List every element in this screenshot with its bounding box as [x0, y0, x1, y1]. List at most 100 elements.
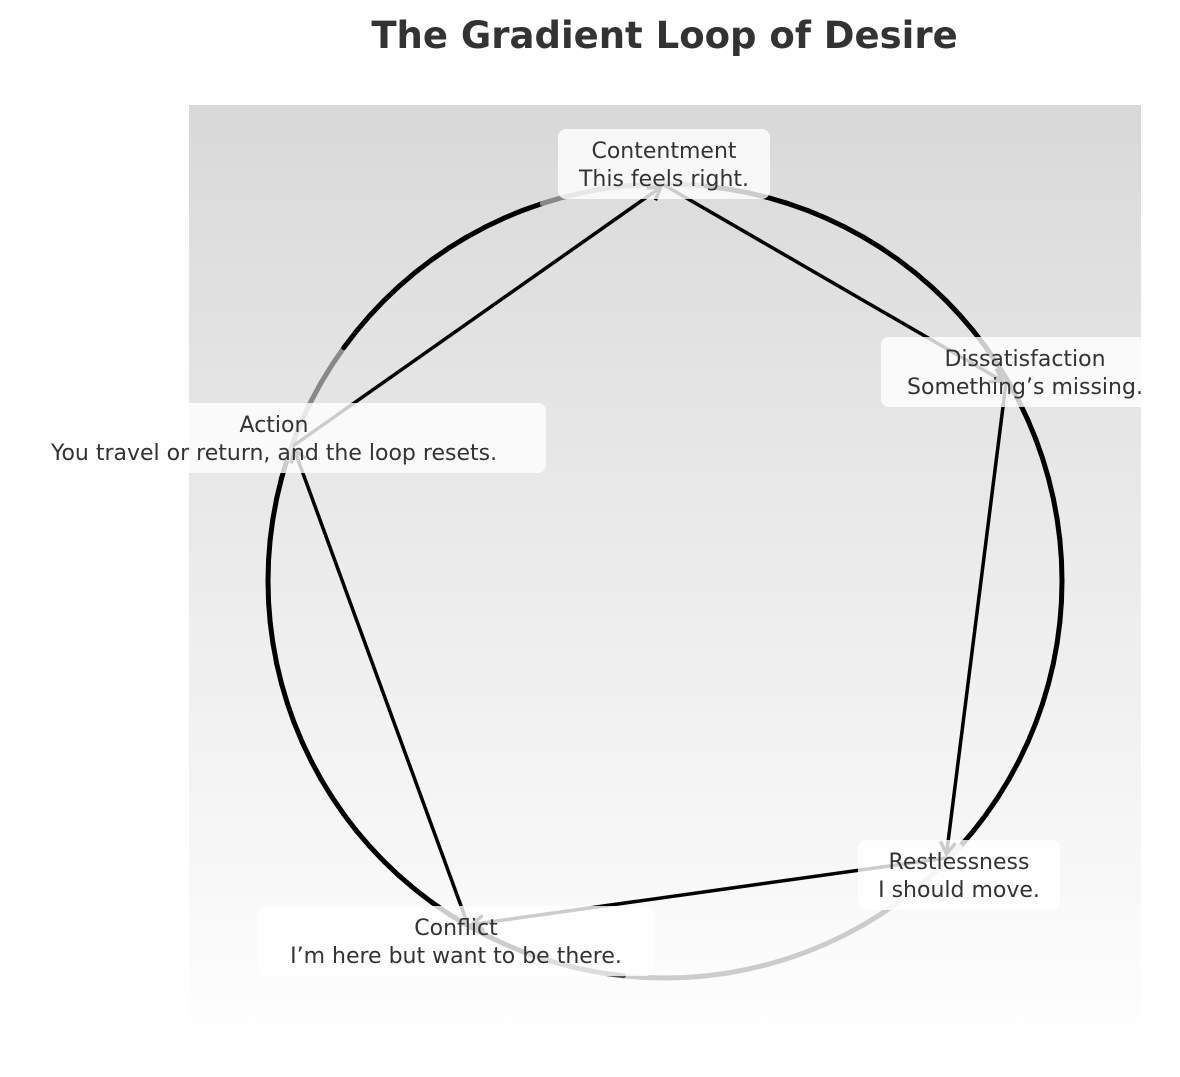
loop-circle-segment	[265, 578, 272, 605]
loop-circle-segment	[446, 234, 469, 251]
loop-circle-segment	[1058, 578, 1065, 605]
loop-circle-segment	[1058, 557, 1065, 584]
loop-circle-segment	[1045, 475, 1056, 501]
loop-circle-segment	[785, 200, 810, 213]
loop-circle-segment	[861, 234, 884, 251]
loop-circle-segment	[284, 701, 297, 726]
loop-circle-segment	[464, 224, 488, 240]
loop-circle-segment	[1040, 681, 1051, 707]
arrow-line	[291, 185, 662, 448]
loop-circle-segment	[1025, 720, 1039, 745]
loop-circle-segment	[683, 973, 709, 980]
loop-circle-segment	[429, 245, 452, 263]
loop-circle-segment	[367, 844, 387, 865]
node-restlessness: Restlessness I should move.	[858, 840, 1060, 910]
loop-circle-segment	[983, 794, 1001, 817]
node-caption: This feels right.	[578, 167, 749, 192]
loop-circle-segment	[842, 922, 866, 938]
loop-circle-segment	[912, 269, 934, 289]
loop-circle-segment	[1033, 701, 1046, 726]
loop-circle-segment	[878, 245, 901, 263]
loop-circle-segment	[842, 224, 866, 240]
node-label-box	[558, 129, 770, 199]
loop-circle-segment	[482, 215, 507, 230]
loop-circle-segment	[318, 777, 335, 800]
loop-circle-segment	[396, 269, 418, 289]
loop-circle-segment	[299, 739, 314, 764]
loop-circle-segment	[724, 966, 751, 976]
loop-circle-segment	[266, 537, 273, 563]
loop-circle-segment	[895, 257, 918, 275]
loop-circle-segment	[308, 758, 324, 782]
node-label-box	[858, 840, 1060, 910]
node-name: Dissatisfaction	[944, 347, 1105, 372]
loop-circle-segment	[353, 828, 373, 850]
loop-circle-segment	[412, 257, 435, 275]
loop-circle-segment	[267, 619, 276, 646]
node-name: Contentment	[591, 139, 736, 164]
loop-circle-segment	[1016, 739, 1031, 764]
loop-circle-segment	[318, 362, 335, 385]
loop-circle-segment	[1040, 455, 1051, 481]
loop-circle-segment	[1006, 758, 1022, 782]
loop-circle-segment	[804, 207, 829, 221]
loop-circle-segment	[1057, 599, 1064, 625]
loop-circle-segment	[703, 970, 730, 979]
loop-circle-segment	[1025, 417, 1039, 442]
node-label-box	[2, 403, 546, 473]
loop-circle-segment	[943, 297, 963, 318]
loop-circle-segment	[520, 200, 545, 213]
loop-circle-segment	[662, 974, 689, 981]
loop-circle-segment	[267, 516, 276, 543]
node-caption: I should move.	[878, 878, 1040, 903]
loop-circle-segment	[367, 297, 387, 318]
loop-circle-segment	[641, 974, 668, 981]
loop-circle-segment	[270, 640, 280, 667]
loop-circle-segment	[621, 973, 647, 980]
loop-circle-segment	[265, 557, 272, 584]
loop-circle-segment	[341, 811, 359, 834]
loop-circle-segment	[957, 312, 977, 334]
loop-circle-segment	[745, 961, 771, 972]
loop-circle-segment	[274, 661, 285, 687]
loop-circle-segment	[266, 599, 273, 625]
loop-circle-segment	[396, 873, 418, 893]
loop-circle-segment	[823, 215, 848, 230]
loop-circle-segment	[823, 932, 848, 947]
node-name: Action	[240, 413, 309, 438]
loop-circle-segment	[861, 911, 884, 928]
diagram-title: The Gradient Loop of Desire	[371, 14, 958, 57]
loop-circle-segment	[1045, 661, 1056, 687]
node-name: Restlessness	[889, 850, 1030, 875]
loop-circle-segment	[1050, 495, 1060, 522]
node-name: Conflict	[414, 916, 498, 941]
node-caption: Something’s missing.	[907, 375, 1143, 400]
node-label-box	[881, 337, 1169, 407]
loop-circle-segment	[804, 941, 829, 955]
loop-circle-segment	[329, 345, 347, 368]
loop-circle-segment	[1033, 436, 1046, 461]
loop-circle-segment	[765, 195, 791, 206]
node-label-box	[258, 906, 654, 976]
loop-circle-segment	[308, 380, 324, 404]
loop-circle-segment	[412, 887, 435, 905]
loop-circle-segment	[274, 475, 285, 501]
loop-circle-segment	[928, 283, 949, 303]
loop-circle-segment	[329, 794, 347, 817]
loop-circle-segment	[381, 283, 402, 303]
loop-circle-segment	[1057, 537, 1064, 563]
loop-circle-segment	[270, 495, 280, 522]
loop-circle-segment	[995, 777, 1012, 800]
loop-circle-segment	[341, 328, 359, 351]
loop-circle-segment	[353, 312, 373, 334]
loop-circle-segment	[971, 811, 989, 834]
loop-circle-segment	[1050, 640, 1060, 667]
loop-circle-segment	[785, 949, 810, 962]
loop-circle-segment	[291, 720, 305, 745]
node-caption: I’m here but want to be there.	[290, 944, 622, 969]
loop-circle-segment	[539, 195, 565, 206]
